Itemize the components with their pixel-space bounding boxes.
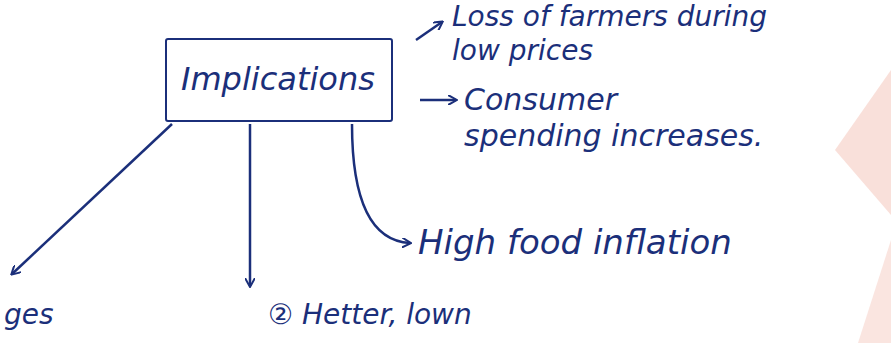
branch-note: Consumer spending increases. [464, 82, 764, 154]
leader-arrow [352, 124, 410, 243]
branch-note: High food inflation [418, 222, 732, 263]
branch-note: ges [4, 298, 54, 332]
watermark-shape [858, 240, 891, 343]
leader-arrow [420, 99, 456, 102]
watermark-shape [835, 70, 891, 215]
leader-arrow [249, 124, 252, 286]
leader-arrow [416, 22, 442, 40]
topic-title: Implications [181, 60, 375, 98]
branch-note: Loss of farmers during low prices [452, 0, 782, 67]
topic-box: Implications [165, 38, 393, 122]
leader-arrow [12, 124, 172, 274]
branch-note: ② Hetter, lown [268, 298, 472, 332]
